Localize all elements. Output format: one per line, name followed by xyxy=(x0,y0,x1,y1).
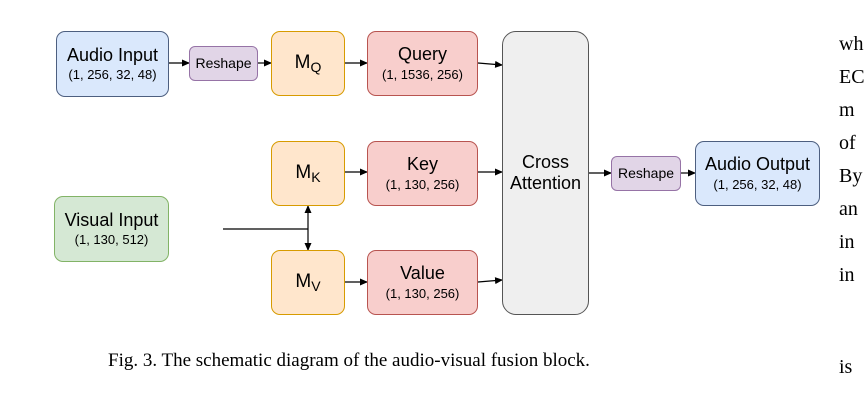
visual-input-label: Visual Input xyxy=(64,209,159,230)
side-text-line: an xyxy=(839,198,858,220)
visual-input-node: Visual Input (1, 130, 512) xyxy=(54,196,169,262)
query-node: Query (1, 1536, 256) xyxy=(367,31,478,96)
side-text-line: in xyxy=(839,231,855,253)
mk-label: MK xyxy=(295,161,321,185)
side-text-line: m xyxy=(839,99,855,121)
reshape-out-node: Reshape xyxy=(611,156,681,191)
audio-input-shape: (1, 256, 32, 48) xyxy=(68,67,157,83)
side-text-line: By xyxy=(839,165,863,187)
reshape-out-label: Reshape xyxy=(617,165,675,182)
key-node: Key (1, 130, 256) xyxy=(367,141,478,206)
side-text-line: is xyxy=(839,356,853,378)
value-shape: (1, 130, 256) xyxy=(385,285,460,301)
query-label: Query xyxy=(397,44,448,65)
value-label: Value xyxy=(400,263,445,284)
mk-node: MK xyxy=(271,141,345,206)
audio-output-node: Audio Output (1, 256, 32, 48) xyxy=(695,141,820,206)
visual-input-shape: (1, 130, 512) xyxy=(74,232,149,248)
cross-attention-node: Cross Attention xyxy=(502,31,589,315)
side-text-line: wh xyxy=(839,33,864,55)
side-text-line: of xyxy=(839,132,856,154)
key-shape: (1, 130, 256) xyxy=(385,176,460,192)
value-node: Value (1, 130, 256) xyxy=(367,250,478,315)
reshape-in-node: Reshape xyxy=(189,46,258,81)
audio-output-label: Audio Output xyxy=(704,154,811,175)
key-label: Key xyxy=(406,154,439,175)
query-shape: (1, 1536, 256) xyxy=(382,66,463,82)
figure-caption: Fig. 3. The schematic diagram of the aud… xyxy=(108,350,590,371)
audio-input-label: Audio Input xyxy=(66,44,159,65)
edge-query-to-attention xyxy=(477,60,503,68)
side-text-line: EC xyxy=(839,66,864,88)
side-text-line: in xyxy=(839,264,855,286)
mq-node: MQ xyxy=(271,31,345,96)
audio-input-node: Audio Input (1, 256, 32, 48) xyxy=(56,31,169,97)
cross-attention-line2: Attention xyxy=(509,173,582,193)
audio-output-shape: (1, 256, 32, 48) xyxy=(713,176,802,192)
mv-label: MV xyxy=(295,270,321,294)
edge-value-to-attention xyxy=(477,277,503,285)
mv-node: MV xyxy=(271,250,345,315)
mq-label: MQ xyxy=(294,51,322,75)
cross-attention-line1: Cross xyxy=(521,152,569,173)
reshape-in-label: Reshape xyxy=(195,55,252,72)
